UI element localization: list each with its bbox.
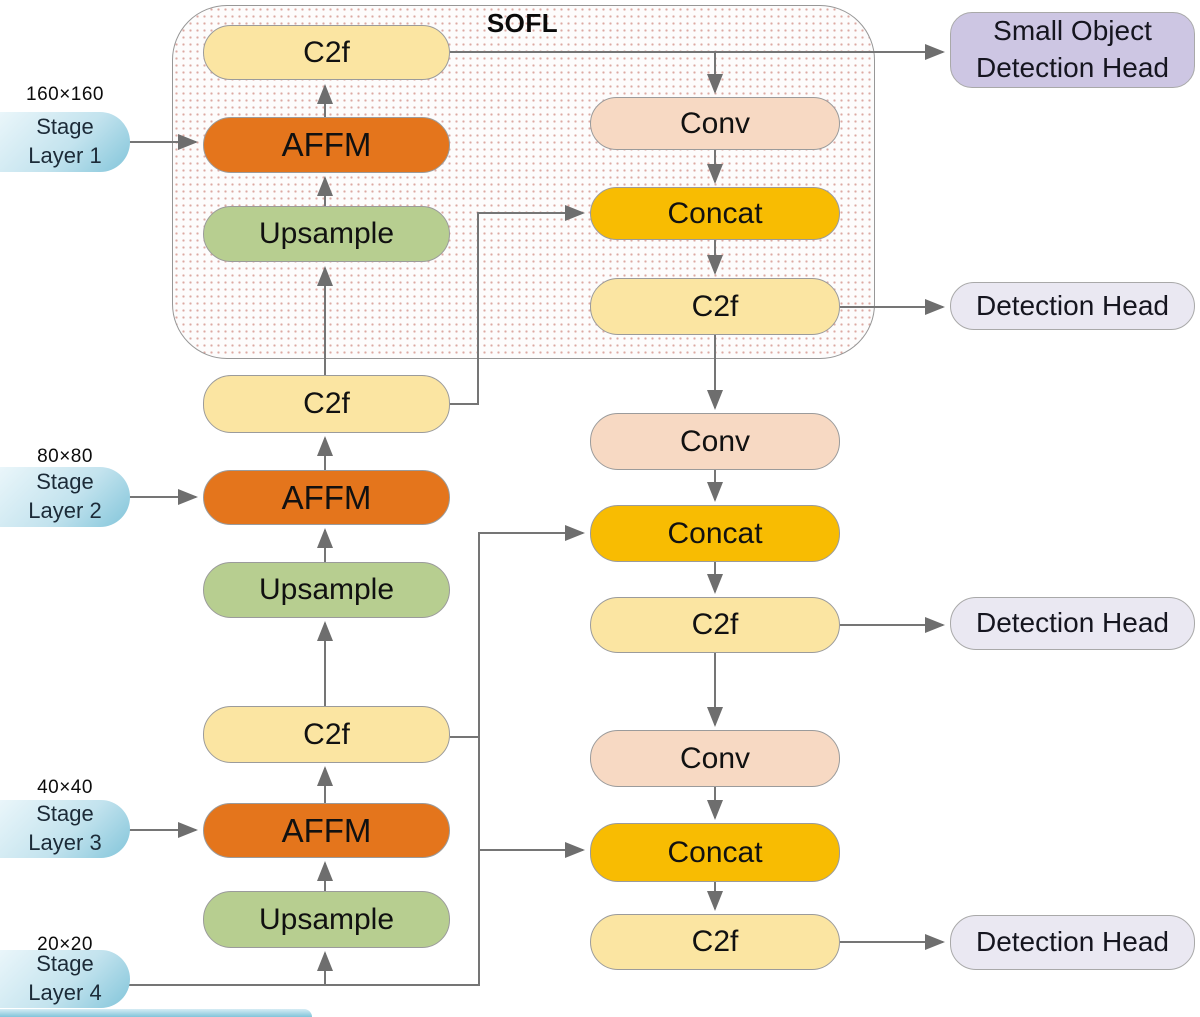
stage-layer-label: Layer 2 [28,498,102,523]
affm-node-3: AFFM [203,803,450,858]
detection-head-1: Detection Head [950,282,1195,330]
concat-node-sofl: Concat [590,187,840,240]
stage-name: Stage [36,469,94,495]
stage-layer-3: Stage Layer 3 [0,800,130,858]
stage-layer-4: Stage Layer 4 [0,950,130,1008]
c2f-node-2: C2f [203,375,450,433]
stage-size-label-4: 20×20 [37,934,93,955]
stage-size-label-1: 160×160 [26,84,104,105]
detection-head-2: Detection Head [950,597,1195,650]
affm-node-2: AFFM [203,470,450,525]
c2f-node-3: C2f [203,706,450,763]
stage-layer-label: Layer 3 [28,830,102,855]
stage-size-label-3: 40×40 [37,777,93,798]
stage-layer-label: Layer 4 [28,980,102,1005]
detection-head-3: Detection Head [950,915,1195,970]
stage-name: Stage [36,114,94,140]
upsample-node-3: Upsample [203,891,450,948]
conv-node-3: Conv [590,730,840,787]
stage-size-label-2: 80×80 [37,446,93,467]
concat-node-3: Concat [590,823,840,882]
conv-node-2: Conv [590,413,840,470]
upsample-node-1: Upsample [203,206,450,262]
edge-c2f2-concat1 [450,205,585,405]
c2f-node-r3: C2f [590,914,840,970]
stage-layer-2: Stage Layer 2 [0,467,130,527]
sofl-title: SOFL [486,8,559,38]
c2f-node-sofl: C2f [203,25,450,80]
stage-name: Stage [36,801,94,827]
cropped-stage-bar [0,1009,312,1017]
affm-node-1: AFFM [203,117,450,173]
stage-layer-label: Layer 1 [28,143,102,168]
small-object-detection-head: Small Object Detection Head [950,12,1195,88]
stage-name: Stage [36,951,94,977]
edge-stage4-concat2-trunk [128,525,585,986]
conv-node-sofl: Conv [590,97,840,150]
c2f-node-r1: C2f [590,278,840,335]
concat-node-2: Concat [590,505,840,562]
upsample-node-2: Upsample [203,562,450,618]
stage-layer-1: Stage Layer 1 [0,112,130,172]
c2f-node-r2: C2f [590,597,840,653]
